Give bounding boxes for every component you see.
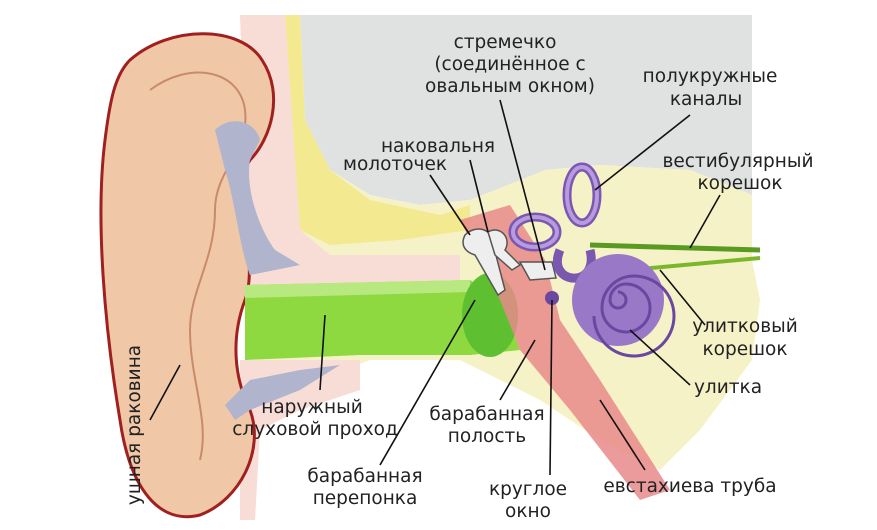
label-tympanic-2: полость xyxy=(448,426,526,447)
label-malleus: молоточек xyxy=(343,154,447,175)
cochlea xyxy=(572,254,676,358)
label-pinna: ушная раковина xyxy=(124,345,145,505)
label-stapes-2: (соединённое с xyxy=(434,54,585,75)
skull-region xyxy=(300,15,752,205)
leader-lines xyxy=(149,99,721,476)
incus-shape xyxy=(487,229,522,271)
label-stapes-1: стремечко xyxy=(454,32,557,53)
label-vestibular-1: вестибулярный xyxy=(662,151,813,172)
label-cochlear-nerve-1: улитковый xyxy=(692,316,798,337)
label-tympanic-1: барабанная xyxy=(429,404,544,425)
label-vestibular-2: корешок xyxy=(697,173,782,194)
label-cochlear-nerve-2: корешок xyxy=(702,339,787,360)
stapes-shape xyxy=(518,261,557,281)
label-eardrum-1: барабанная xyxy=(307,466,422,487)
label-ear-canal-2: слуховой проход xyxy=(232,419,398,440)
label-eustachian: евстахиева труба xyxy=(603,476,776,497)
label-round-window-2: окно xyxy=(505,501,551,522)
label-cochlea: улитка xyxy=(694,377,762,398)
cartilage xyxy=(215,121,340,421)
malleus-shape xyxy=(462,228,506,297)
label-semicircular-1: полукружные xyxy=(643,66,778,87)
label-incus: наковальня xyxy=(381,136,495,157)
label-ear-canal-1: наружный xyxy=(261,397,363,418)
head-skin xyxy=(240,15,460,520)
label-semicircular-2: каналы xyxy=(670,89,742,110)
label-eardrum-2: перепонка xyxy=(313,488,418,509)
label-stapes-3: овальным окном) xyxy=(425,76,595,97)
vestibular-nerve xyxy=(589,242,761,253)
label-round-window-1: круглое xyxy=(489,479,567,500)
cochlear-nerve xyxy=(629,256,761,272)
